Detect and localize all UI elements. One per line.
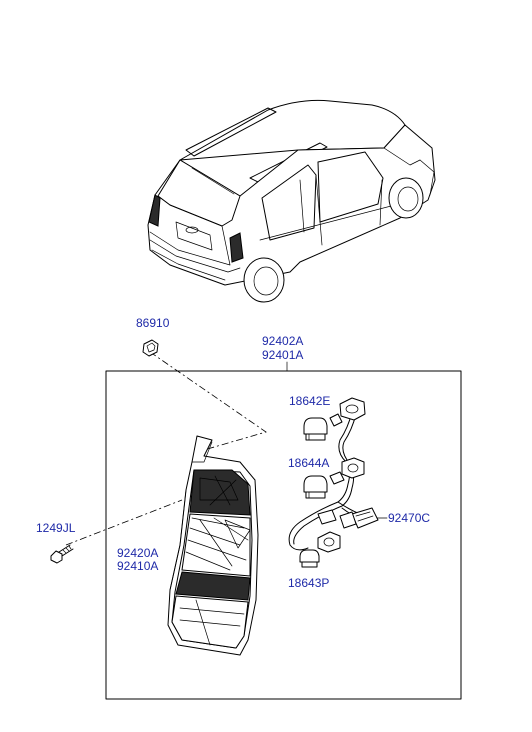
clip-guide-line [149,351,267,453]
label-92470C: 92470C [388,511,430,525]
bulb-upper [303,417,328,441]
label-92420A: 92420A [117,546,158,560]
assembly-frame [105,370,462,700]
label-92401A: 92401A [262,348,303,362]
label-1249JL: 1249JL [36,521,76,535]
wiring-harness [288,397,379,553]
bolt-guide-line [65,499,183,546]
label-92402A: 92402A [262,334,303,348]
label-18643P: 18643P [288,576,329,590]
clip-part [142,339,159,357]
label-18644A: 18644A [288,456,329,470]
bulb-middle [303,475,328,499]
tail-lamp-assembly [167,435,259,656]
bulb-lower [299,549,320,568]
label-92410A: 92410A [117,559,158,573]
label-86910: 86910 [136,316,170,330]
bolt-part [50,544,74,564]
car-illustration [147,99,436,303]
label-18642E: 18642E [289,394,330,408]
